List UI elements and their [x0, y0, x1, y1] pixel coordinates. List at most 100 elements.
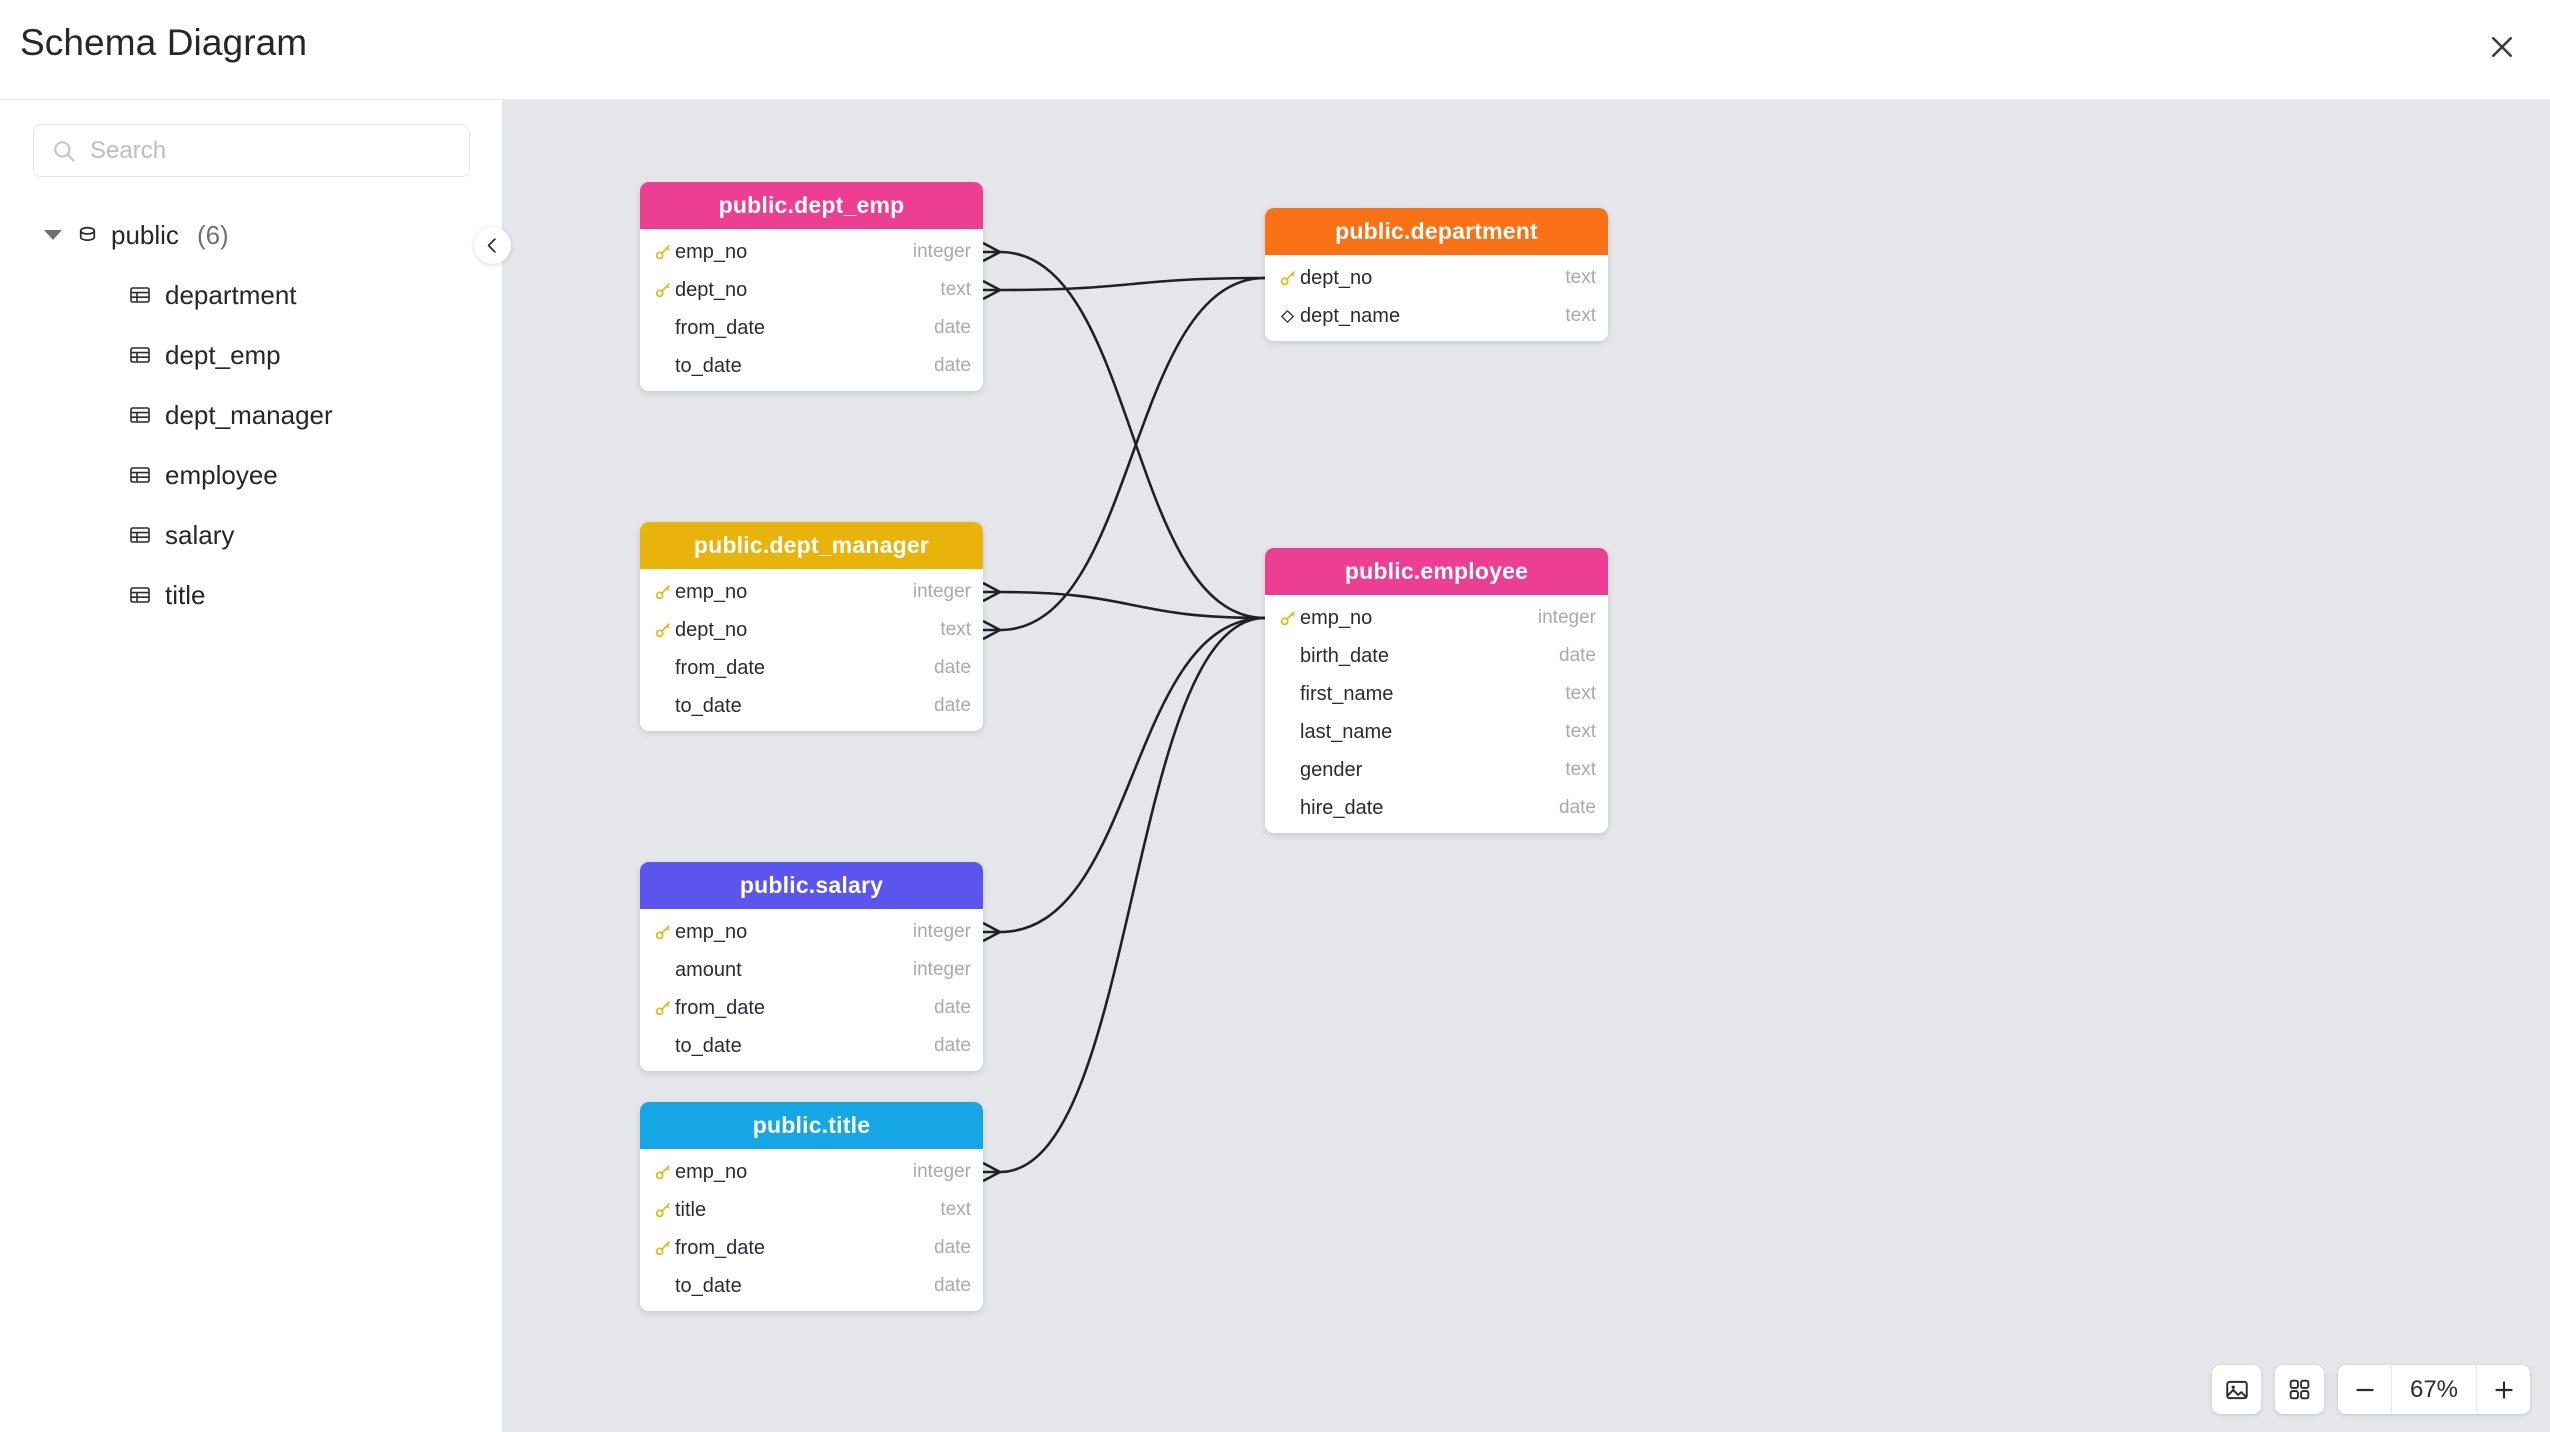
column-type: text — [1565, 305, 1596, 326]
column-name: dept_no — [675, 618, 748, 641]
table-node-columns: emp_no integer birth_date date first_nam… — [1265, 595, 1608, 833]
sidebar: Search public (6) department — [0, 100, 503, 1432]
column-type: date — [934, 355, 971, 376]
column-name: birth_date — [1300, 644, 1389, 667]
key-icon — [655, 622, 670, 637]
column-name: gender — [1300, 758, 1363, 781]
relationship-edge[interactable] — [999, 590, 1266, 620]
column-row-from-date[interactable]: from_date date — [640, 649, 983, 687]
column-row-emp-no[interactable]: emp_no integer — [640, 573, 983, 611]
column-row-dept-no[interactable]: dept_no text — [1265, 259, 1608, 297]
zoom-level-label[interactable]: 67% — [2391, 1365, 2477, 1414]
schema-name: public — [111, 219, 179, 250]
column-name: from_date — [675, 996, 766, 1019]
canvas-toolbar: 67% — [2212, 1365, 2530, 1414]
grid-icon — [2289, 1379, 2310, 1400]
column-row-birth-date[interactable]: birth_date date — [1265, 637, 1608, 675]
zoom-out-button[interactable] — [2338, 1365, 2391, 1414]
table-node-columns: emp_no integer dept_no text from_date da… — [640, 229, 983, 391]
column-type: text — [1565, 683, 1596, 704]
table-node-header[interactable]: public.salary — [640, 862, 983, 909]
caret-down-icon[interactable] — [44, 230, 62, 240]
table-node-salary[interactable]: public.salary emp_no integer amount inte… — [640, 862, 983, 1071]
image-icon — [2225, 1380, 2248, 1399]
column-row-last-name[interactable]: last_name text — [1265, 713, 1608, 751]
table-node-header[interactable]: public.dept_emp — [640, 182, 983, 229]
column-row-to-date[interactable]: to_date date — [640, 1027, 983, 1065]
column-row-emp-no[interactable]: emp_no integer — [640, 1153, 983, 1191]
column-type: text — [940, 279, 971, 300]
table-node-header[interactable]: public.employee — [1265, 548, 1608, 595]
sidebar-item-employee[interactable]: employee — [0, 445, 503, 505]
column-row-emp-no[interactable]: emp_no integer — [640, 913, 983, 951]
table-node-employee[interactable]: public.employee emp_no integer birth_dat… — [1265, 548, 1608, 833]
column-row-from-date[interactable]: from_date date — [640, 1229, 983, 1267]
search-input[interactable]: Search — [33, 124, 470, 177]
column-row-first-name[interactable]: first_name text — [1265, 675, 1608, 713]
table-icon — [130, 587, 150, 603]
column-row-to-date[interactable]: to_date date — [640, 687, 983, 725]
column-type: date — [934, 317, 971, 338]
key-icon — [1274, 610, 1300, 627]
column-row-amount[interactable]: amount integer — [640, 951, 983, 989]
column-row-emp-no[interactable]: emp_no integer — [1265, 599, 1608, 637]
column-row-from-date[interactable]: from_date date — [640, 309, 983, 347]
column-type: integer — [912, 921, 971, 942]
sidebar-item-department[interactable]: department — [0, 265, 503, 325]
key-icon — [655, 924, 670, 939]
diagram-canvas[interactable]: public.dept_emp emp_no integer dept_no — [503, 100, 2550, 1432]
sidebar-item-dept-manager[interactable]: dept_manager — [0, 385, 503, 445]
key-icon — [649, 622, 675, 639]
relationship-edge[interactable] — [999, 616, 1266, 1174]
sidebar-item-salary[interactable]: salary — [0, 505, 503, 565]
column-row-gender[interactable]: gender text — [1265, 751, 1608, 789]
close-button[interactable] — [2472, 17, 2532, 77]
sidebar-item-label: title — [165, 579, 206, 610]
export-image-button[interactable] — [2212, 1365, 2261, 1414]
column-name: emp_no — [675, 240, 748, 263]
table-node-dept-manager[interactable]: public.dept_manager emp_no integer dept — [640, 522, 983, 731]
tree-schema-public[interactable]: public (6) — [0, 205, 503, 265]
crow-foot-marker — [982, 241, 1001, 263]
sidebar-item-dept-emp[interactable]: dept_emp — [0, 325, 503, 385]
column-row-dept-name[interactable]: dept_name text — [1265, 297, 1608, 335]
relationship-edge[interactable] — [999, 276, 1266, 292]
table-node-department[interactable]: public.department dept_no text dept_name… — [1265, 208, 1608, 341]
column-row-to-date[interactable]: to_date date — [640, 347, 983, 385]
close-icon — [2492, 37, 2512, 57]
table-node-columns: emp_no integer dept_no text from_date da… — [640, 569, 983, 731]
column-row-hire-date[interactable]: hire_date date — [1265, 789, 1608, 827]
column-row-emp-no[interactable]: emp_no integer — [640, 233, 983, 271]
column-row-dept-no[interactable]: dept_no text — [640, 611, 983, 649]
schema-tree: public (6) department dept_emp — [0, 205, 503, 625]
auto-layout-button[interactable] — [2275, 1365, 2324, 1414]
column-row-from-date[interactable]: from_date date — [640, 989, 983, 1027]
table-node-header[interactable]: public.department — [1265, 208, 1608, 255]
table-node-header[interactable]: public.title — [640, 1102, 983, 1149]
sidebar-item-label: dept_emp — [165, 339, 281, 370]
table-node-title[interactable]: public.title emp_no integer title — [640, 1102, 983, 1311]
column-row-dept-no[interactable]: dept_no text — [640, 271, 983, 309]
search-placeholder: Search — [90, 136, 167, 164]
diamond-icon — [1274, 309, 1300, 324]
zoom-in-button[interactable] — [2477, 1365, 2530, 1414]
column-name: to_date — [675, 1274, 742, 1297]
table-node-dept-emp[interactable]: public.dept_emp emp_no integer dept_no — [640, 182, 983, 391]
column-name: title — [675, 1198, 707, 1221]
relationship-edge[interactable] — [999, 250, 1266, 620]
key-icon — [649, 1000, 675, 1017]
column-type: date — [934, 657, 971, 678]
sidebar-item-title[interactable]: title — [0, 565, 503, 625]
relationship-edge[interactable] — [999, 276, 1266, 632]
column-name: emp_no — [675, 580, 748, 603]
key-icon — [649, 1202, 675, 1219]
column-row-title[interactable]: title text — [640, 1191, 983, 1229]
sidebar-collapse-button[interactable] — [474, 227, 511, 264]
diamond-icon — [1280, 309, 1294, 323]
crow-foot-marker — [982, 921, 1001, 943]
column-name: to_date — [675, 354, 742, 377]
table-node-header[interactable]: public.dept_manager — [640, 522, 983, 569]
relationship-edge[interactable] — [999, 616, 1266, 934]
key-icon — [655, 584, 670, 599]
column-row-to-date[interactable]: to_date date — [640, 1267, 983, 1305]
